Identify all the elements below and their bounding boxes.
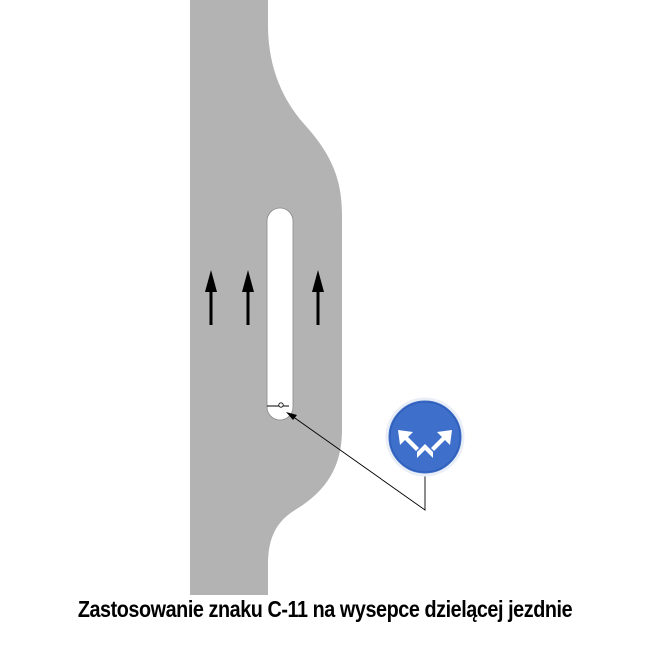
lane-arrow-1 — [205, 270, 217, 325]
diagram-caption: Zastosowanie znaku C-11 na wysepce dziel… — [77, 596, 573, 622]
leader-line — [291, 415, 426, 511]
traffic-island — [266, 207, 294, 421]
lane-arrow-3 — [312, 270, 324, 325]
sign-post-marker — [278, 402, 284, 408]
leader-arrowhead — [286, 412, 297, 420]
c11-sign — [385, 397, 465, 477]
lane-arrow-2 — [242, 270, 254, 325]
keep-left-or-right-arrows-icon — [398, 430, 452, 458]
road-surface — [190, 0, 342, 595]
